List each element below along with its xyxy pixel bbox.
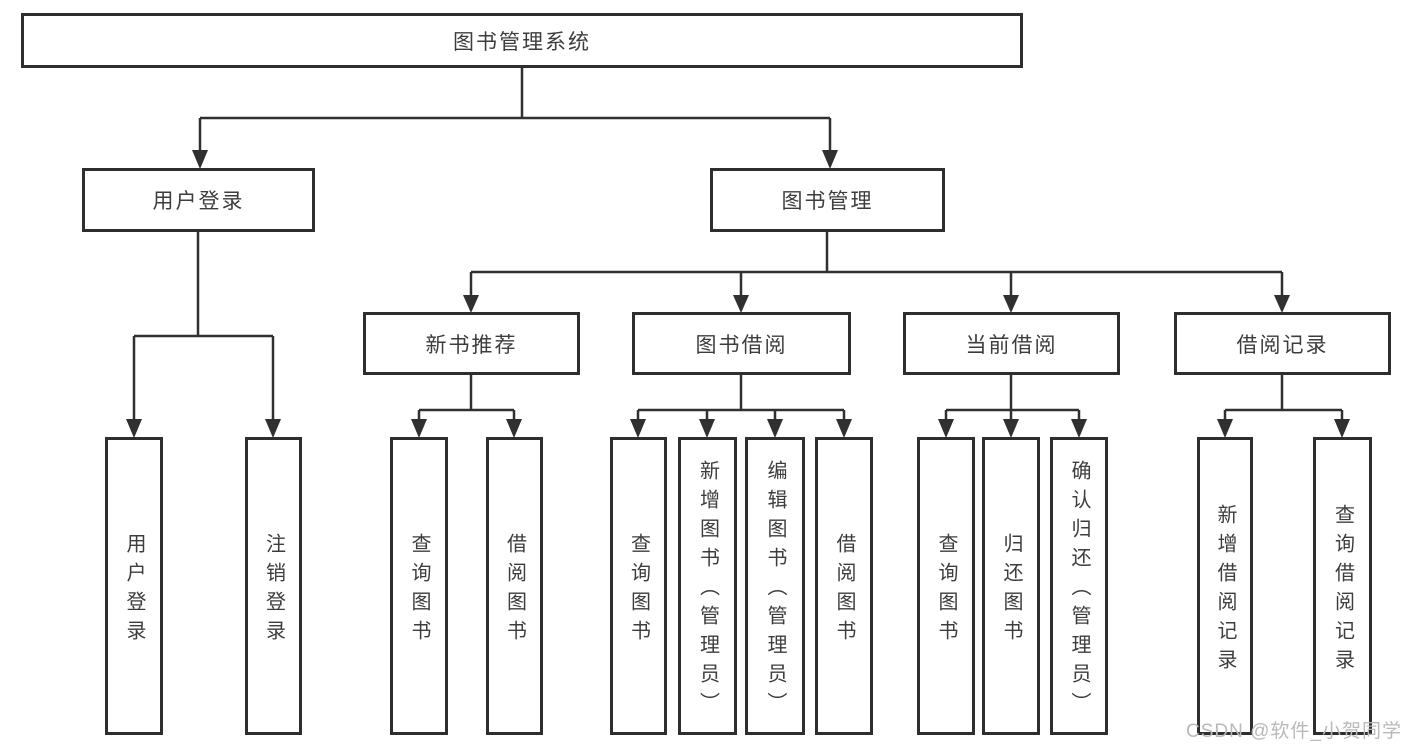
leaf-query-books-current: 查询图书 xyxy=(917,437,975,735)
leaf-edit-books-admin: 编辑图书（管理员） xyxy=(745,437,805,735)
node-current-borrowing: 当前借阅 xyxy=(903,312,1120,375)
leaf-logout: 注销登录 xyxy=(245,437,302,735)
node-new-book-recommendation: 新书推荐 xyxy=(363,312,580,375)
arrowheads xyxy=(126,150,1350,438)
leaf-query-books-recommend: 查询图书 xyxy=(390,437,448,735)
leaf-query-borrow-record: 查询借阅记录 xyxy=(1313,437,1372,735)
node-borrowing-records: 借阅记录 xyxy=(1174,312,1391,375)
node-root-library-management-system: 图书管理系统 xyxy=(21,13,1023,68)
leaf-return-books: 归还图书 xyxy=(982,437,1040,735)
node-user-login: 用户登录 xyxy=(82,168,315,232)
leaf-borrow-books-recommend: 借阅图书 xyxy=(486,437,543,735)
leaf-borrow-books: 借阅图书 xyxy=(815,437,873,735)
node-book-borrowing: 图书借阅 xyxy=(632,312,851,375)
leaf-confirm-return-admin: 确认归还（管理员） xyxy=(1050,437,1108,735)
leaf-add-books-admin: 新增图书（管理员） xyxy=(678,437,737,735)
leaf-user-login: 用户登录 xyxy=(105,437,163,735)
node-book-management: 图书管理 xyxy=(710,168,945,232)
leaf-query-books-borrowing: 查询图书 xyxy=(610,437,667,735)
leaf-add-borrow-record: 新增借阅记录 xyxy=(1197,437,1253,735)
csdn-watermark: CSDN @软件_小贺同学 xyxy=(1186,721,1402,742)
